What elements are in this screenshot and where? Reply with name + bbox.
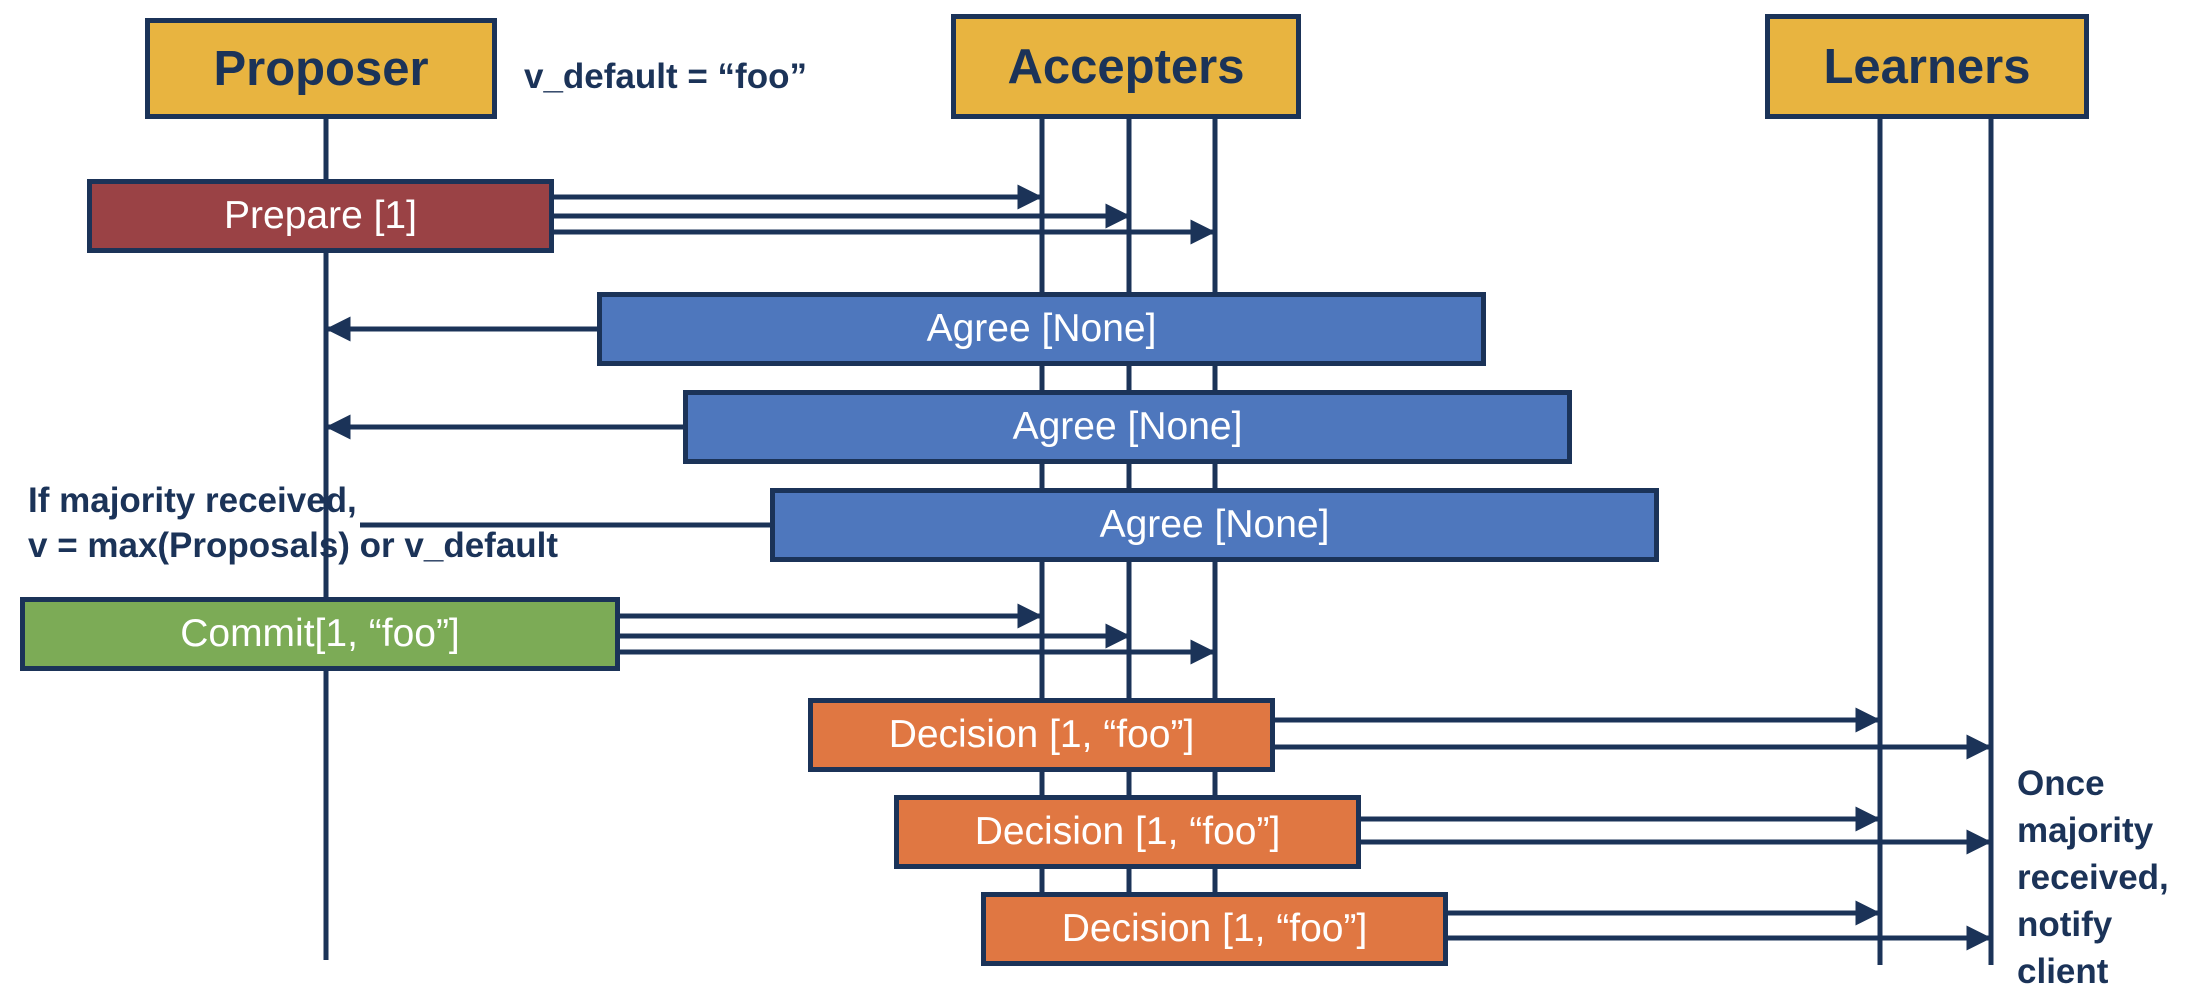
v-default-note: v_default = “foo” <box>524 57 807 96</box>
proposer-label: Proposer <box>213 41 429 96</box>
majority-note-line-2: v = max(Proposals) or v_default <box>28 526 559 565</box>
agree-message-label-3: Agree [None] <box>1099 503 1330 546</box>
learners-label: Learners <box>1823 39 2031 94</box>
proposer-role-box: Proposer <box>145 18 497 119</box>
learners-role-box: Learners <box>1765 14 2089 119</box>
decision-message-box-2: Decision [1, “foo”] <box>894 795 1361 869</box>
decision-message-label-2: Decision [1, “foo”] <box>974 810 1281 853</box>
prepare-message-box: Prepare [1] <box>87 179 554 253</box>
majority-note-line-1: If majority received, <box>28 481 357 520</box>
notify-note-line-5: client <box>2017 952 2109 991</box>
notify-note-line-3: received, <box>2017 858 2169 897</box>
agree-message-label-2: Agree [None] <box>1012 405 1243 448</box>
decision-message-box-1: Decision [1, “foo”] <box>808 698 1275 772</box>
notify-client-note: Once majority received, notify client <box>2017 760 2169 995</box>
commit-message-label: Commit[1, “foo”] <box>180 612 460 655</box>
accepters-role-box: Accepters <box>951 14 1301 119</box>
accepters-label: Accepters <box>1007 39 1245 94</box>
agree-message-box-3: Agree [None] <box>770 488 1659 562</box>
agree-message-label-1: Agree [None] <box>926 307 1157 350</box>
decision-message-box-3: Decision [1, “foo”] <box>981 892 1448 966</box>
prepare-message-label: Prepare [1] <box>224 194 417 237</box>
decision-message-label-3: Decision [1, “foo”] <box>1061 907 1368 950</box>
agree-message-box-2: Agree [None] <box>683 390 1572 464</box>
decision-message-label-1: Decision [1, “foo”] <box>888 713 1195 756</box>
majority-note: If majority received, v = max(Proposals)… <box>28 478 558 568</box>
notify-note-line-2: majority <box>2017 811 2154 850</box>
commit-message-box: Commit[1, “foo”] <box>20 597 620 671</box>
notify-note-line-4: notify <box>2017 905 2113 944</box>
agree-message-box-1: Agree [None] <box>597 292 1486 366</box>
notify-note-line-1: Once <box>2017 764 2105 803</box>
